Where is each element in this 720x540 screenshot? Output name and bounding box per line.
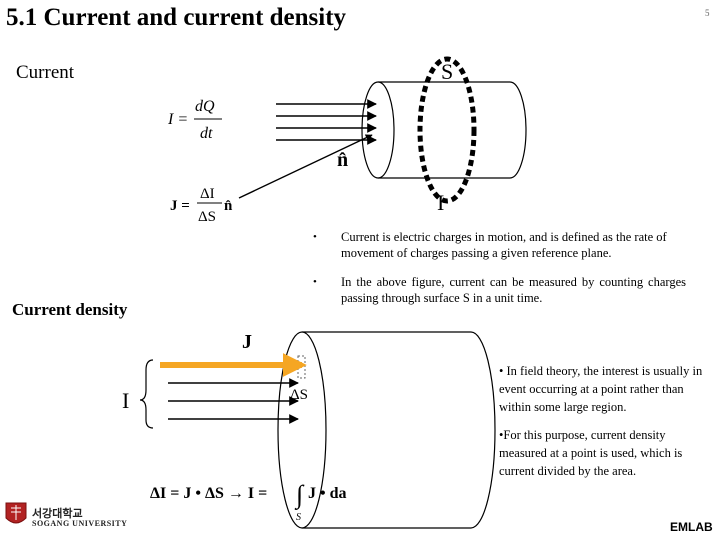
j-label: J [242, 331, 252, 353]
bottom-current-label: I [122, 388, 129, 413]
surface-label: S [441, 59, 453, 84]
bullet-dot: • [313, 231, 317, 243]
equation-current: I = dQ dt [167, 98, 222, 142]
svg-text:S: S [296, 512, 301, 523]
page-number: 5 [705, 8, 710, 18]
svg-text:ΔI = J • ΔS → I =: ΔI = J • ΔS → I = [150, 485, 267, 502]
svg-text:∫: ∫ [294, 480, 305, 510]
svg-text:I =: I = [167, 111, 188, 128]
section-label-current: Current [16, 62, 75, 83]
current-brace [139, 359, 154, 429]
svg-text:ΔI: ΔI [200, 186, 215, 202]
bullet-dot: • [313, 276, 317, 288]
footer-label: EMLAB [670, 520, 713, 534]
logo-korean-text: 서강대학교 [32, 507, 83, 520]
equation-integral: ΔI = J • ΔS → I = ∫ J • da S [150, 480, 347, 523]
page-title: 5.1 Current and current density [6, 4, 347, 31]
side-note: •For this purpose, current density measu… [499, 428, 683, 478]
top-cylinder [361, 81, 527, 179]
area-label: ΔS [290, 387, 308, 403]
side-note: • In field theory, the interest is usual… [499, 364, 703, 414]
svg-text:J • da: J • da [308, 485, 347, 502]
logo-english-text: SOGANG UNIVERSITY [32, 519, 128, 528]
surface-s-loop [417, 56, 477, 204]
svg-text:dt: dt [200, 125, 213, 142]
equation-density: J = ΔI ΔS n̂ [170, 186, 233, 225]
normal-pointer-arrow [238, 134, 373, 199]
section-label-current-density: Current density [12, 300, 128, 319]
top-flux-arrows [276, 99, 377, 145]
svg-text:dQ: dQ [195, 98, 215, 115]
bullet-text: Current is electric charges in motion, a… [341, 230, 667, 260]
svg-text:J =: J = [170, 198, 190, 214]
bottom-flux-arrows [168, 378, 299, 424]
top-current-label: I [437, 190, 444, 215]
normal-label: n̂ [337, 149, 348, 171]
bullet-item: • In the above figure, current can be me… [313, 274, 686, 306]
svg-text:ΔS: ΔS [198, 209, 216, 225]
bullet-text: In the above figure, current can be meas… [341, 275, 686, 305]
bullet-item: • Current is electric charges in motion,… [313, 229, 686, 261]
svg-text:n̂: n̂ [224, 198, 233, 214]
university-logo-icon [5, 502, 27, 524]
